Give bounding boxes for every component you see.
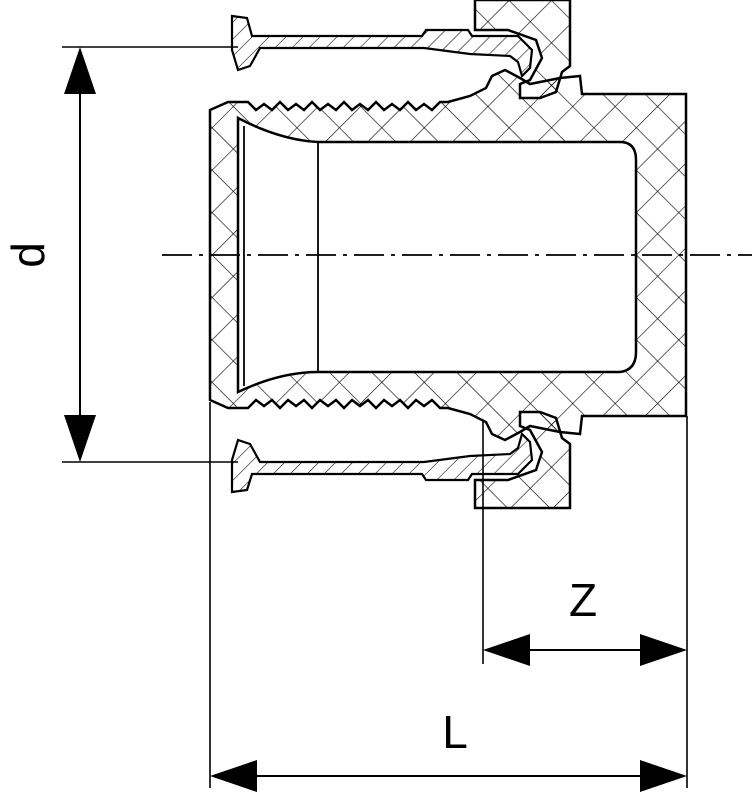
arrow-head-down [64, 415, 96, 462]
arrow-head-right [640, 760, 687, 792]
dimension-label-l: L [442, 706, 468, 758]
bottom-clamp-ring [230, 431, 534, 494]
arrow-head-right [640, 634, 687, 666]
arrow-head-left [483, 634, 530, 666]
fitting-body [208, 68, 688, 442]
dimension-z: Z [482, 416, 688, 788]
dimension-label-d: d [2, 242, 54, 268]
bottom-union-nut [473, 410, 572, 510]
dimension-label-z: Z [569, 574, 597, 626]
top-clamp-ring [230, 14, 534, 79]
dimension-d: d [2, 46, 238, 463]
dimension-l: L [209, 402, 687, 792]
arrow-head-left [210, 760, 257, 792]
arrow-head-up [64, 47, 96, 94]
